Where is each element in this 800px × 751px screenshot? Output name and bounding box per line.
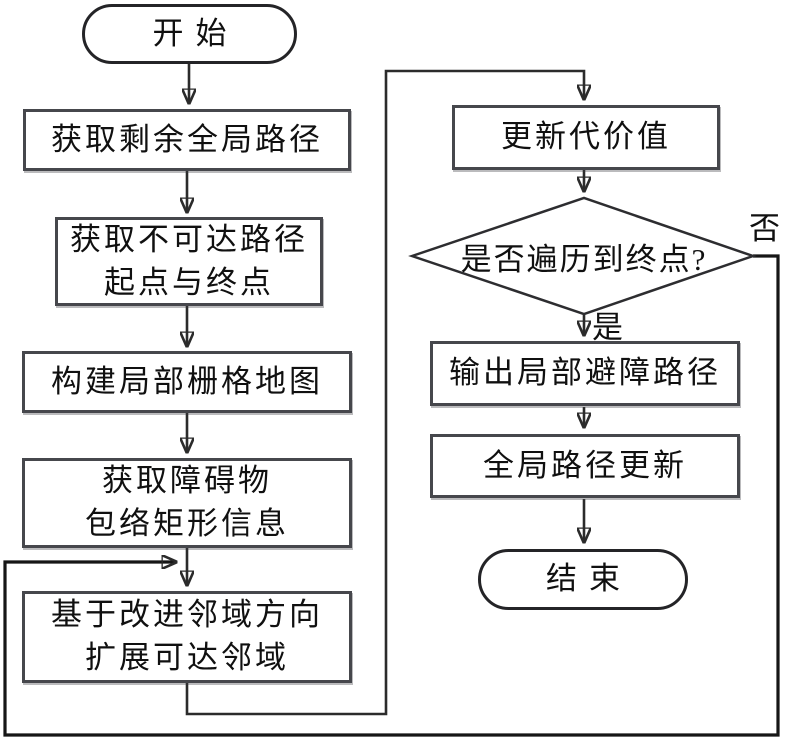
node-get-unreachable-endpoints: 获取不可达路径 起点与终点 (55, 217, 323, 306)
decision-diamond-shape (408, 196, 757, 316)
node-update-cost-value: 更新代价值 (452, 105, 720, 170)
edge-expand-to-update-cost (185, 69, 584, 716)
node-end: 结束 (478, 549, 688, 610)
node-build-local-grid-map: 构建局部栅格地图 (22, 351, 352, 413)
node-get-obstacle-envelope: 获取障碍物 包络矩形信息 (22, 458, 352, 548)
node-start: 开始 (82, 4, 297, 64)
node-global-path-update: 全局路径更新 (430, 434, 740, 498)
node-output-local-avoidance-path: 输出局部避障路径 (430, 341, 740, 406)
node-expand-reachable-neighborhood: 基于改进邻域方向 扩展可达邻域 (22, 591, 352, 683)
node-reached-endpoint-decision: 是否遍历到终点? (460, 241, 708, 277)
node-get-remaining-global-path: 获取剩余全局路径 (23, 109, 351, 171)
edge-label-no: 否 (749, 211, 780, 246)
edge-label-yes: 是 (592, 310, 623, 345)
edge-decision-no-loop (3, 254, 780, 737)
